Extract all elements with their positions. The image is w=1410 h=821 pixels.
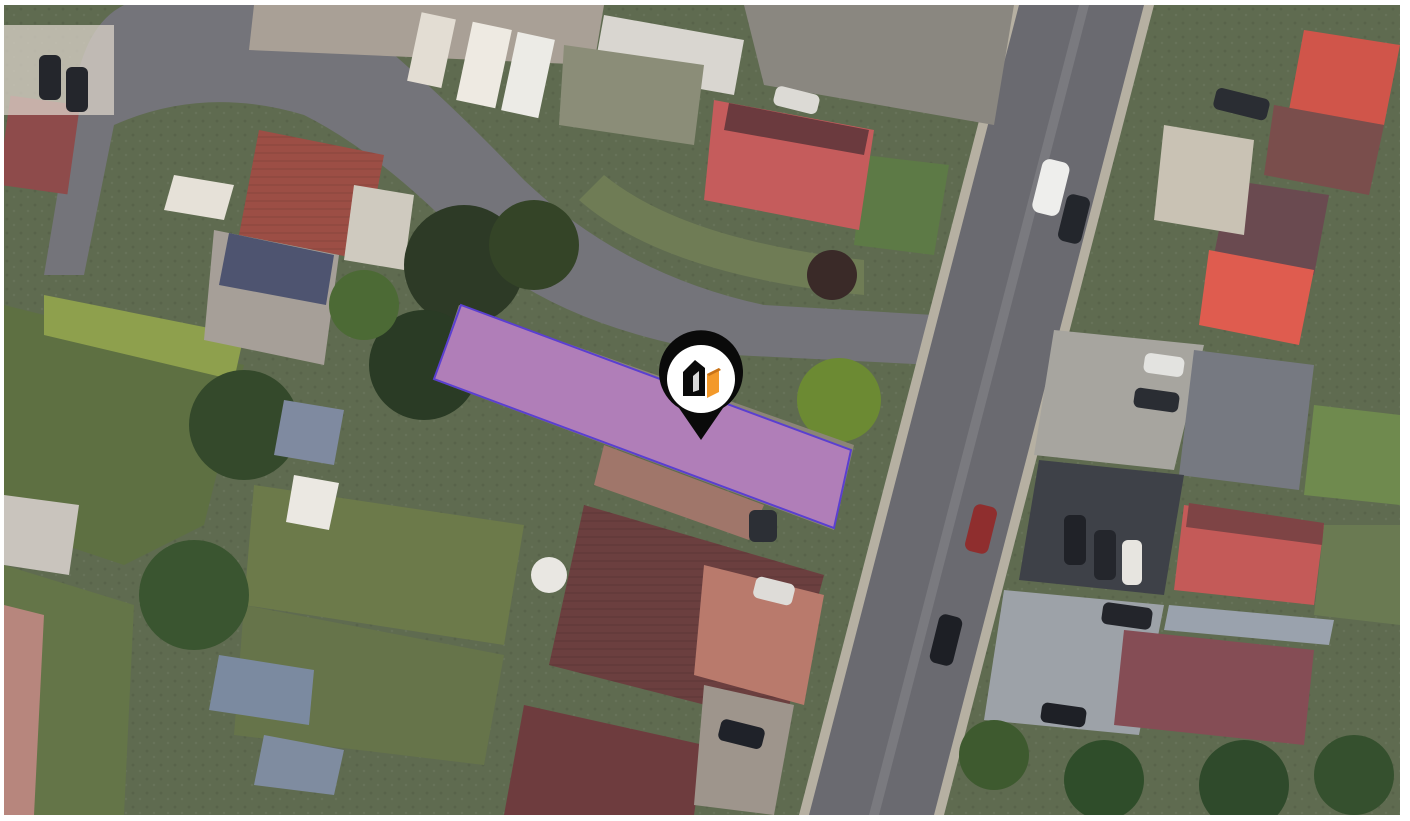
car	[1213, 88, 1270, 121]
satellite-map[interactable]	[4, 5, 1400, 815]
car	[965, 504, 997, 554]
car	[66, 67, 88, 112]
hedge-light	[44, 295, 244, 380]
property-pin-icon[interactable]	[659, 330, 743, 440]
car	[1143, 353, 1185, 377]
car	[718, 719, 765, 749]
car-park	[1019, 460, 1184, 595]
satellite-imagery[interactable]	[4, 5, 1400, 815]
roof	[1289, 30, 1400, 125]
roof	[1114, 630, 1314, 745]
car	[1122, 540, 1142, 585]
car	[1058, 194, 1090, 244]
roof	[504, 705, 704, 815]
car	[773, 86, 820, 114]
tree	[959, 720, 1029, 790]
tree	[797, 358, 881, 442]
car	[753, 576, 795, 606]
roof	[1199, 250, 1314, 345]
roof	[1179, 350, 1314, 490]
car	[1101, 602, 1153, 630]
field-left	[4, 305, 244, 565]
car	[1064, 515, 1086, 565]
car	[1094, 530, 1116, 580]
house-icon	[683, 360, 721, 398]
pavement-left	[799, 5, 1019, 815]
car	[1040, 702, 1087, 728]
car	[1032, 159, 1070, 216]
car	[749, 510, 777, 542]
roof	[4, 95, 80, 195]
car	[39, 55, 61, 100]
car	[929, 614, 963, 666]
roof	[594, 445, 764, 540]
car	[1133, 387, 1180, 413]
side-road	[44, 5, 934, 365]
shed-roof	[209, 655, 314, 725]
road-verge	[579, 175, 864, 295]
lawn-right	[854, 155, 949, 255]
